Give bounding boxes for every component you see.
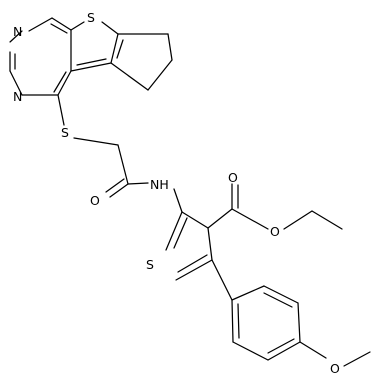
bond <box>173 188 183 213</box>
bond <box>231 208 269 230</box>
bond <box>110 33 119 64</box>
bond <box>109 183 129 198</box>
bond <box>232 341 269 361</box>
atom-label-oxygen: O <box>330 361 340 376</box>
bond <box>117 144 129 185</box>
bond <box>311 210 343 230</box>
bond <box>116 39 124 59</box>
bond <box>343 351 371 367</box>
bond <box>73 137 119 146</box>
bond <box>57 70 72 96</box>
bond <box>237 303 240 339</box>
bond <box>76 58 107 66</box>
bond <box>127 182 149 185</box>
bond <box>28 17 53 32</box>
bond <box>177 254 208 273</box>
bond <box>207 208 233 229</box>
atom-label-nitrogen: N <box>13 89 22 104</box>
atom-label-oxygen: O <box>90 193 100 208</box>
bond <box>51 17 72 31</box>
bonds <box>9 17 371 367</box>
bond <box>263 285 299 304</box>
bond <box>283 210 313 230</box>
bond <box>263 292 293 308</box>
atom-label-oxygen: O <box>270 224 280 239</box>
atom-labels: N N S S NH O O O S O <box>13 10 340 376</box>
bond <box>50 23 68 34</box>
atom-label-sulfur: S <box>61 125 69 140</box>
bond <box>9 30 23 43</box>
bond <box>167 33 173 61</box>
bond <box>57 94 65 126</box>
bond <box>207 227 213 261</box>
bond <box>110 62 149 91</box>
bond <box>211 259 233 301</box>
atom-label-sulfur: S <box>87 10 95 25</box>
bond <box>267 341 301 361</box>
bond <box>53 71 67 93</box>
atom-label-sulfur: S <box>146 257 154 272</box>
bond <box>70 21 85 31</box>
atom-label-nitrogen: N <box>13 24 22 39</box>
atom-label-oxygen: O <box>228 170 238 185</box>
bond <box>173 217 188 249</box>
bond <box>9 70 23 96</box>
atom-label-amine: NH <box>150 177 169 192</box>
bond <box>70 62 112 72</box>
bond <box>231 299 234 343</box>
bond <box>299 341 327 359</box>
bond <box>165 211 183 251</box>
bond <box>297 302 301 343</box>
bond <box>231 285 265 301</box>
bond <box>147 59 173 91</box>
bond <box>105 178 125 193</box>
bond <box>101 21 119 35</box>
bond <box>181 211 209 229</box>
bond <box>175 259 213 281</box>
bond <box>267 338 295 354</box>
